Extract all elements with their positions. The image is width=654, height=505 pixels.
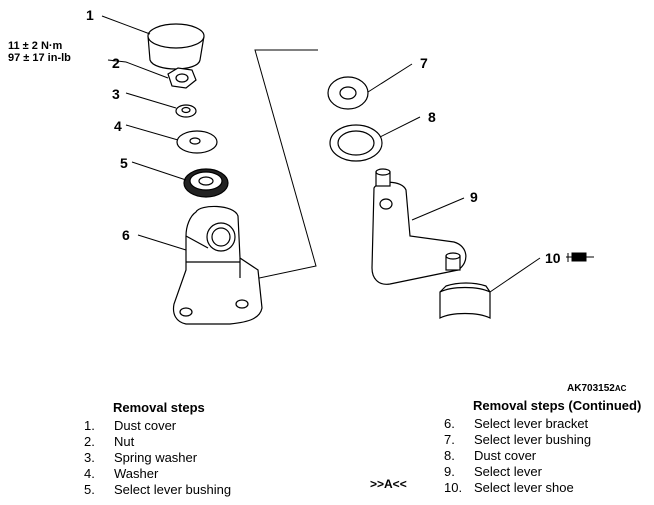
removal-steps-continued: Removal steps (Continued) 6. Select lever… xyxy=(444,398,641,496)
step-label: Select lever xyxy=(474,464,542,479)
step-row: 6. Select lever bracket xyxy=(444,416,641,432)
step-row: 9. Select lever xyxy=(444,464,641,480)
part-washer xyxy=(176,130,218,154)
part-select-lever-bushing-7 xyxy=(327,76,369,110)
step-row: 3. Spring washer xyxy=(84,450,231,466)
step-label: Nut xyxy=(114,434,135,449)
step-number: 6. xyxy=(444,416,455,431)
callout-9: 9 xyxy=(470,189,478,205)
step-label: Select lever bushing xyxy=(474,432,592,447)
callout-7: 7 xyxy=(420,55,428,71)
step-row: 8. Dust cover xyxy=(444,448,641,464)
part-dust-cover-1 xyxy=(147,23,205,70)
part-select-lever-bushing-5 xyxy=(183,168,229,198)
torque-nm: 11 ± 2 N·m xyxy=(8,40,63,52)
step-label: Dust cover xyxy=(474,448,537,463)
leader-lines xyxy=(101,15,541,293)
step-number: 7. xyxy=(444,432,455,447)
callout-8: 8 xyxy=(428,109,436,125)
step-row: 2. Nut xyxy=(84,434,231,450)
callout-2: 2 xyxy=(112,55,120,71)
step-label: Select lever shoe xyxy=(474,480,574,495)
step-label: Dust cover xyxy=(114,418,177,433)
step-number: 8. xyxy=(444,448,455,463)
step-number: 1. xyxy=(84,418,95,433)
part-select-lever-bracket xyxy=(172,205,263,325)
step-row: 7. Select lever bushing xyxy=(444,432,641,448)
torque-inlb: 97 ± 17 in-lb xyxy=(8,52,71,64)
callout-10: 10 xyxy=(545,250,561,266)
callout-4: 4 xyxy=(114,118,122,134)
callout-5: 5 xyxy=(120,155,128,171)
part-select-lever xyxy=(371,168,467,285)
step-marker: >>A<< xyxy=(370,477,407,491)
step-label: Washer xyxy=(114,466,159,481)
callout-1: 1 xyxy=(86,7,94,23)
step-label: Select lever bushing xyxy=(114,482,232,497)
step-number: 4. xyxy=(84,466,95,481)
callout-3: 3 xyxy=(112,86,120,102)
step-row: 1. Dust cover xyxy=(84,418,231,434)
figure-id: AK703152AC xyxy=(567,383,626,394)
figure-id-suffix: AC xyxy=(614,384,627,393)
part-nut xyxy=(167,67,197,89)
removal-steps-heading: Removal steps xyxy=(113,400,205,415)
part-spring-washer xyxy=(175,104,197,118)
figure-id-main: AK703152 xyxy=(567,383,615,394)
exploded-view-diagram: 1 2 3 4 5 6 7 8 9 10 xyxy=(86,7,594,325)
step-number: 5. xyxy=(84,482,95,497)
step-row: 5. Select lever bushing xyxy=(84,482,231,498)
callout-6: 6 xyxy=(122,227,130,243)
step-row: 10. Select lever shoe xyxy=(444,480,641,496)
part-dust-cover-8 xyxy=(329,124,383,162)
step-row: 4. Washer xyxy=(84,466,231,482)
torque-spec: 11 ± 2 N·m 97 ± 17 in-lb xyxy=(8,40,71,64)
part-select-lever-shoe xyxy=(439,282,491,319)
grease-gun-icon xyxy=(566,252,594,262)
step-number: 3. xyxy=(84,450,95,465)
assembly-bracket-line xyxy=(249,49,318,281)
step-label: Select lever bracket xyxy=(474,416,589,431)
removal-steps: Removal steps 1. Dust cover 2. Nut 3. Sprin… xyxy=(84,400,231,498)
step-number: 2. xyxy=(84,434,95,449)
step-number: 9. xyxy=(444,464,455,479)
step-label: Spring washer xyxy=(114,450,198,465)
step-number: 10. xyxy=(444,480,463,495)
removal-steps-continued-heading: Removal steps (Continued) xyxy=(473,398,642,413)
